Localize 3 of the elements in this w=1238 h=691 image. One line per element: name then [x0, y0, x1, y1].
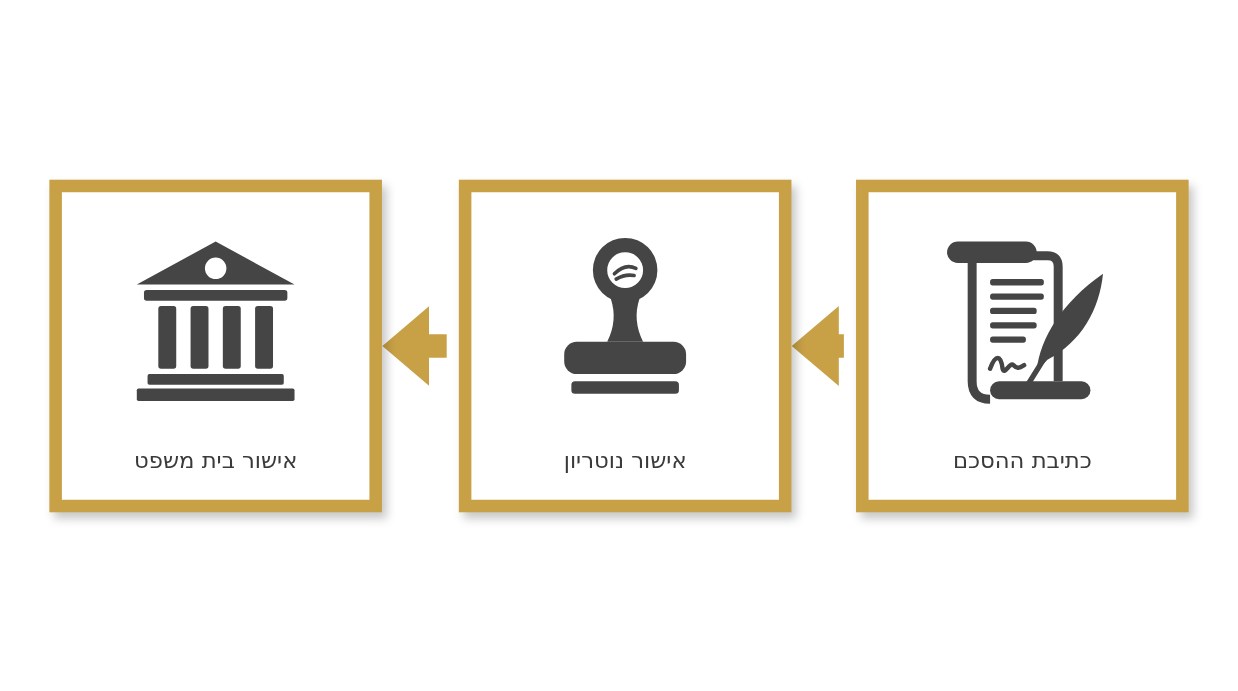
step-label: כתיבת ההסכם — [952, 445, 1092, 475]
step-label: אישור נוטריון — [563, 445, 687, 475]
step-label: אישור בית משפט — [133, 445, 298, 475]
